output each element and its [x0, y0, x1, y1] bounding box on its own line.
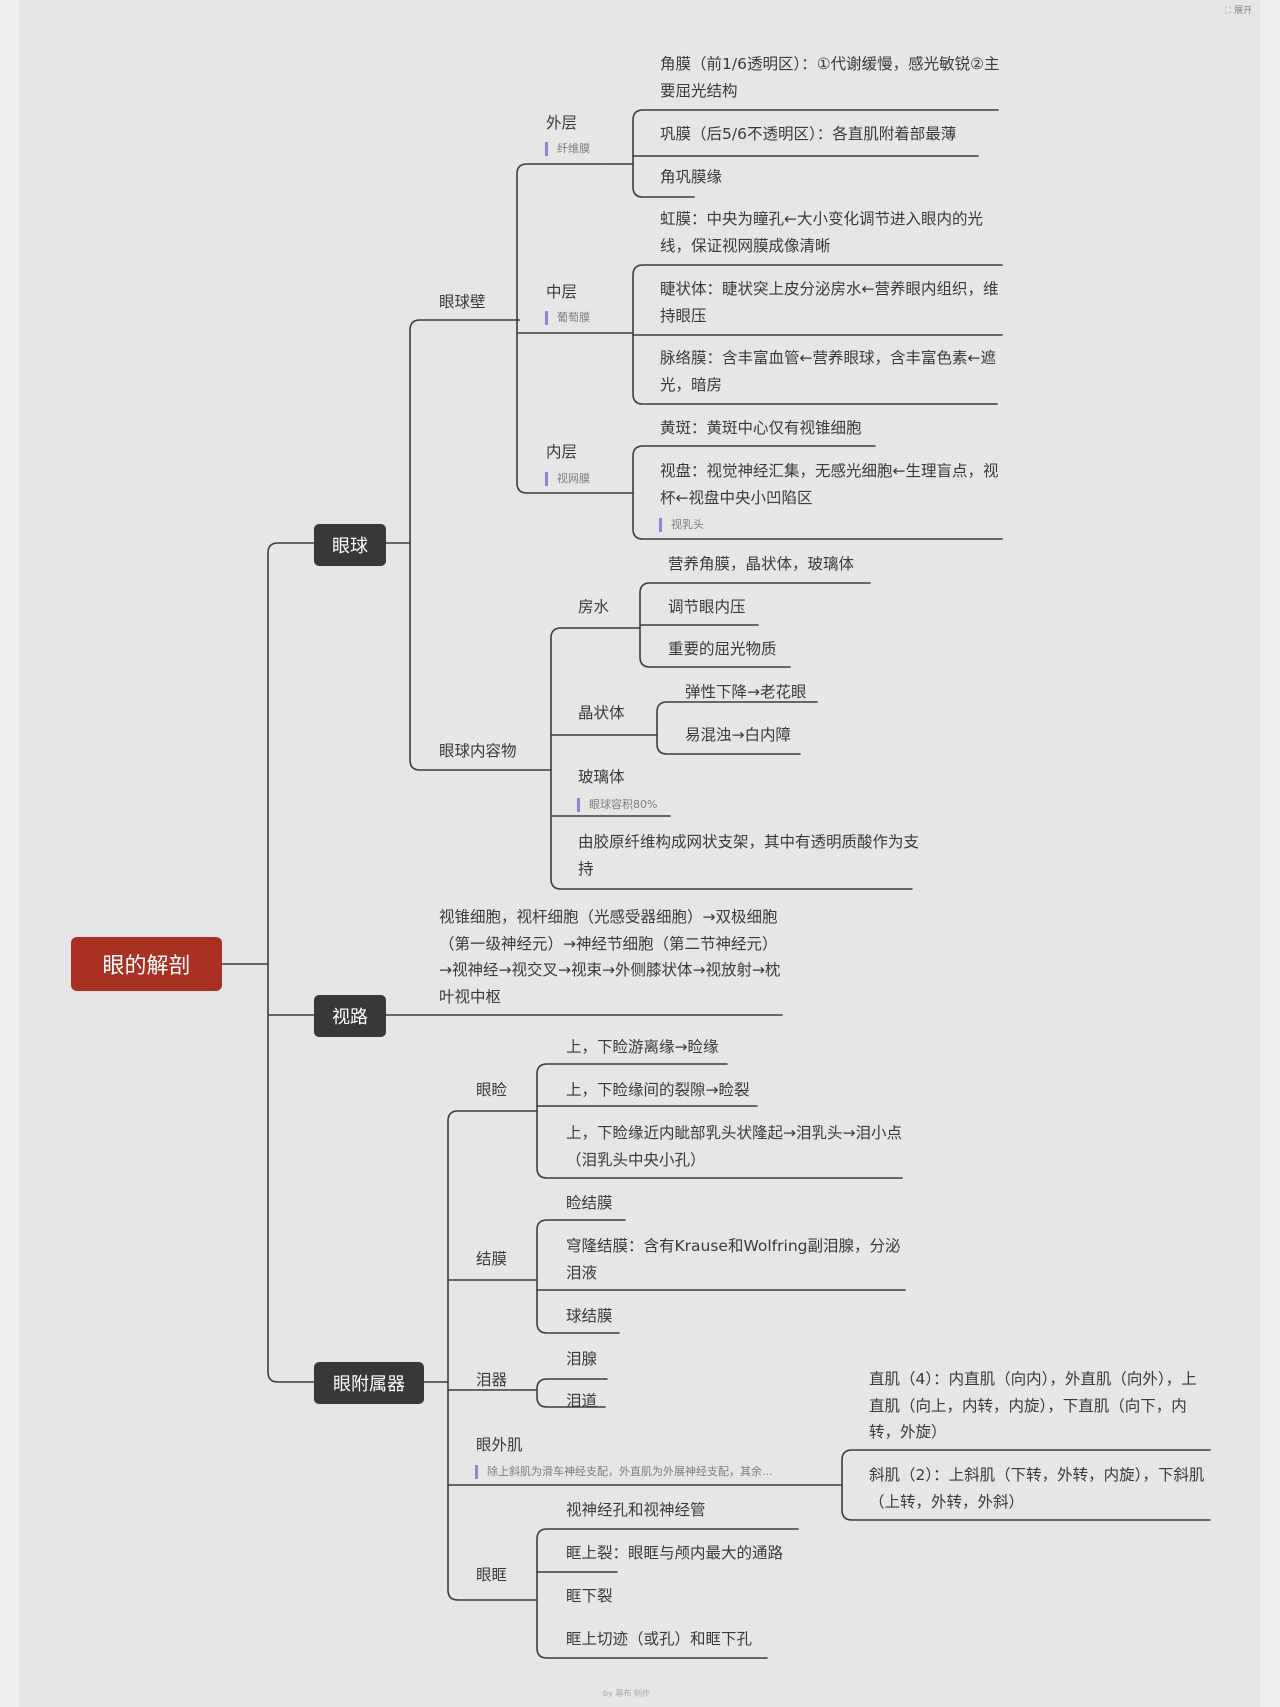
node-lacrimal[interactable]: 泪器	[476, 1371, 508, 1389]
leaf-eyelid-1[interactable]: 上，下睑游离缘→睑缘	[566, 1038, 719, 1056]
leaf-choroid[interactable]: 脉络膜：含丰富血管←营养眼球，含丰富色素←遮光，暗房	[660, 349, 996, 394]
node-visual-path[interactable]: 视路	[314, 995, 386, 1037]
node-lens[interactable]: 晶状体	[578, 704, 625, 722]
leaf-limbus[interactable]: 角巩膜缘	[660, 168, 723, 186]
leaf-sclera[interactable]: 巩膜（后5/6不透明区）：各直肌附着部最薄	[660, 125, 957, 143]
note-inner-layer: 视网膜	[545, 472, 590, 486]
node-middle-layer[interactable]: 中层	[546, 283, 578, 301]
leaf-lens-2[interactable]: 易混浊→白内障	[685, 726, 791, 744]
node-conjunctiva[interactable]: 结膜	[476, 1250, 508, 1268]
leaf-orbit-1[interactable]: 视神经孔和视神经管	[566, 1501, 706, 1519]
leaf-aqueous-2[interactable]: 调节眼内压	[668, 598, 746, 616]
mindmap-canvas	[19, 0, 1260, 1707]
node-inner-layer[interactable]: 内层	[546, 443, 578, 461]
leaf-orbit-3[interactable]: 眶下裂	[566, 1587, 613, 1605]
leaf-orbit-2[interactable]: 眶上裂：眼眶与颅内最大的通路	[566, 1544, 784, 1562]
leaf-conjunctiva-3[interactable]: 球结膜	[566, 1307, 613, 1325]
leaf-oblique[interactable]: 斜肌（2）：上斜肌（下转，外转，内旋），下斜肌（上转，外转，外斜）	[869, 1466, 1205, 1511]
note-vitreous: 眼球容积80%	[577, 798, 657, 812]
leaf-optic-disc[interactable]: 视盘：视觉神经汇集，无感光细胞←生理盲点，视杯←视盘中央小凹陷区	[660, 462, 999, 507]
leaf-conjunctiva-2[interactable]: 穹隆结膜：含有Krause和Wolfring副泪腺，分泌泪液	[566, 1237, 901, 1282]
leaf-lacrimal-2[interactable]: 泪道	[566, 1392, 598, 1410]
leaf-ciliary-body[interactable]: 睫状体：睫状突上皮分泌房水←营养眼内组织，维持眼压	[660, 280, 999, 325]
leaf-macula[interactable]: 黄斑：黄斑中心仅有视锥细胞	[660, 419, 862, 437]
leaf-orbit-4[interactable]: 眶上切迹（或孔）和眶下孔	[566, 1630, 753, 1648]
node-eyeball-contents[interactable]: 眼球内容物	[439, 742, 517, 760]
leaf-conjunctiva-1[interactable]: 睑结膜	[566, 1194, 613, 1212]
leaf-visual-path[interactable]: 视锥细胞，视杆细胞（光感受器细胞）→双极细胞（第一级神经元）→神经节细胞（第二节…	[439, 908, 781, 1006]
leaf-vitreous-desc[interactable]: 由胶原纤维构成网状支架，其中有透明质酸作为支持	[578, 833, 920, 878]
root-node[interactable]: 眼的解剖	[71, 937, 222, 991]
expand-icon[interactable]: ⛶ 展开	[1225, 6, 1253, 16]
credit-text: by 幕布 制作	[603, 1689, 650, 1698]
node-eom[interactable]: 眼外肌	[476, 1436, 523, 1454]
node-aqueous[interactable]: 房水	[578, 598, 610, 616]
leaf-cornea[interactable]: 角膜（前1/6透明区）：①代谢缓慢，感光敏锐②主要屈光结构	[660, 55, 1000, 100]
node-outer-layer[interactable]: 外层	[546, 114, 578, 132]
node-orbit[interactable]: 眼眶	[476, 1566, 508, 1584]
note-eom: 除上斜肌为滑车神经支配，外直肌为外展神经支配，其余...	[475, 1465, 773, 1479]
leaf-rectus[interactable]: 直肌（4）：内直肌（向内），外直肌（向外），上直肌（向上，内转，内旋），下直肌（…	[869, 1370, 1197, 1441]
leaf-eyelid-2[interactable]: 上，下睑缘间的裂隙→睑裂	[566, 1081, 750, 1099]
node-adnexa[interactable]: 眼附属器	[314, 1362, 424, 1404]
leaf-iris[interactable]: 虹膜：中央为瞳孔←大小变化调节进入眼内的光线，保证视网膜成像清晰	[660, 210, 983, 255]
node-eyeball[interactable]: 眼球	[314, 524, 386, 566]
leaf-lacrimal-1[interactable]: 泪腺	[566, 1350, 598, 1368]
node-vitreous[interactable]: 玻璃体	[578, 768, 625, 786]
node-eyelid[interactable]: 眼睑	[476, 1081, 508, 1099]
note-outer-layer: 纤维膜	[545, 142, 590, 156]
leaf-eyelid-3[interactable]: 上，下睑缘近内眦部乳头状隆起→泪乳头→泪小点（泪乳头中央小孔）	[566, 1124, 902, 1169]
leaf-aqueous-1[interactable]: 营养角膜，晶状体，玻璃体	[668, 555, 855, 573]
node-eyeball-wall[interactable]: 眼球壁	[439, 293, 486, 311]
note-optic-disc: 视乳头	[659, 518, 704, 532]
note-middle-layer: 葡萄膜	[545, 311, 590, 325]
leaf-lens-1[interactable]: 弹性下降→老花眼	[685, 683, 807, 701]
leaf-aqueous-3[interactable]: 重要的屈光物质	[668, 640, 777, 658]
